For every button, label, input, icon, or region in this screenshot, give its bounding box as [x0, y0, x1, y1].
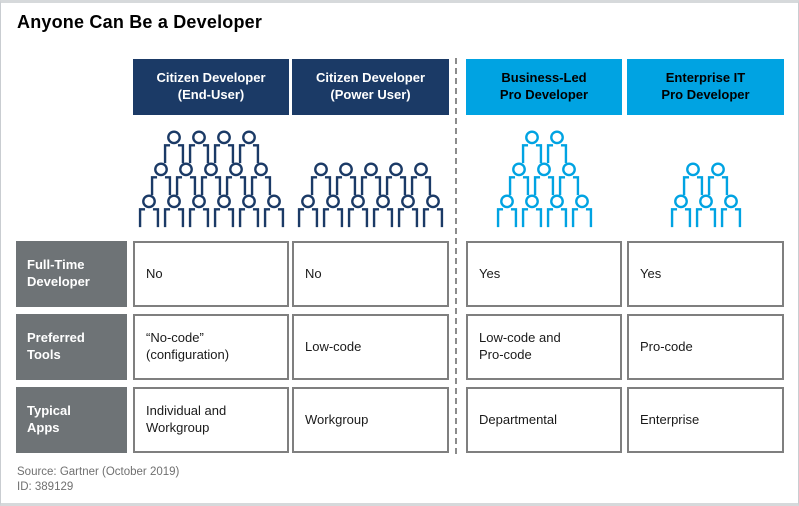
- person-icon: [237, 194, 261, 229]
- table-cell: Pro-code: [627, 314, 784, 380]
- person-icon: [421, 194, 445, 229]
- column-header-citizen-developer-power-user: Citizen Developer (Power User): [292, 59, 449, 115]
- person-icon: [162, 130, 186, 165]
- person-icon: [520, 130, 544, 165]
- person-icon: [545, 130, 569, 165]
- person-icon: [296, 194, 320, 229]
- person-icon: [359, 162, 383, 197]
- person-icon: [495, 194, 519, 229]
- person-icon: [570, 194, 594, 229]
- table-cell: Low-code and Pro-code: [466, 314, 622, 380]
- table-cell: No: [292, 241, 449, 307]
- person-icon: [199, 162, 223, 197]
- figure-id-note: ID: 389129: [17, 481, 74, 493]
- person-icon: [706, 162, 730, 197]
- table-cell: Workgroup: [292, 387, 449, 453]
- person-icon: [384, 162, 408, 197]
- table-cell: No: [133, 241, 289, 307]
- person-icon: [371, 194, 395, 229]
- person-icon: [346, 194, 370, 229]
- person-icon: [520, 194, 544, 229]
- pictogram-row: [520, 130, 569, 165]
- pictogram-row: [149, 162, 273, 197]
- table-cell: “No-code” (configuration): [133, 314, 289, 380]
- person-icon: [557, 162, 581, 197]
- table-cell: Low-code: [292, 314, 449, 380]
- person-icon: [237, 130, 261, 165]
- person-icon: [681, 162, 705, 197]
- person-icon: [249, 162, 273, 197]
- table-cell: Departmental: [466, 387, 622, 453]
- column-header-citizen-developer-end-user: Citizen Developer (End-User): [133, 59, 289, 115]
- pictogram-group-citizen-developer-power-user: [292, 116, 449, 229]
- row-label-typical-apps: Typical Apps: [16, 387, 127, 453]
- pictogram-group-enterprise-it-pro-developer: [627, 116, 784, 229]
- pictogram-group-business-led-pro-developer: [466, 116, 622, 229]
- pictogram-row: [669, 194, 743, 229]
- row-label-full-time-developer: Full-Time Developer: [16, 241, 127, 307]
- pictogram-row: [162, 130, 261, 165]
- row-label-preferred-tools: Preferred Tools: [16, 314, 127, 380]
- pictogram-row: [137, 194, 286, 229]
- pictogram-row: [309, 162, 433, 197]
- column-header-business-led-pro-developer: Business-Led Pro Developer: [466, 59, 622, 115]
- person-icon: [174, 162, 198, 197]
- person-icon: [212, 130, 236, 165]
- source-note: Source: Gartner (October 2019): [17, 466, 180, 478]
- figure-title: Anyone Can Be a Developer: [17, 12, 263, 32]
- table-cell: Yes: [627, 241, 784, 307]
- table-cell: Enterprise: [627, 387, 784, 453]
- pictogram-row: [296, 194, 445, 229]
- pictogram-row: [681, 162, 730, 197]
- person-icon: [262, 194, 286, 229]
- person-icon: [149, 162, 173, 197]
- person-icon: [309, 162, 333, 197]
- person-icon: [396, 194, 420, 229]
- dashed-column-divider: [455, 58, 457, 458]
- person-icon: [321, 194, 345, 229]
- person-icon: [187, 130, 211, 165]
- table-cell: Individual and Workgroup: [133, 387, 289, 453]
- person-icon: [224, 162, 248, 197]
- pictogram-group-citizen-developer-end-user: [133, 116, 289, 229]
- person-icon: [409, 162, 433, 197]
- pictogram-row: [507, 162, 581, 197]
- person-icon: [162, 194, 186, 229]
- person-icon: [669, 194, 693, 229]
- person-icon: [719, 194, 743, 229]
- person-icon: [694, 194, 718, 229]
- table-cell: Yes: [466, 241, 622, 307]
- pictogram-row: [495, 194, 594, 229]
- column-header-enterprise-it-pro-developer: Enterprise IT Pro Developer: [627, 59, 784, 115]
- person-icon: [545, 194, 569, 229]
- person-icon: [212, 194, 236, 229]
- footer: Source: Gartner (October 2019) ID: 38912…: [17, 465, 179, 495]
- person-icon: [532, 162, 556, 197]
- person-icon: [187, 194, 211, 229]
- person-icon: [137, 194, 161, 229]
- person-icon: [507, 162, 531, 197]
- person-icon: [334, 162, 358, 197]
